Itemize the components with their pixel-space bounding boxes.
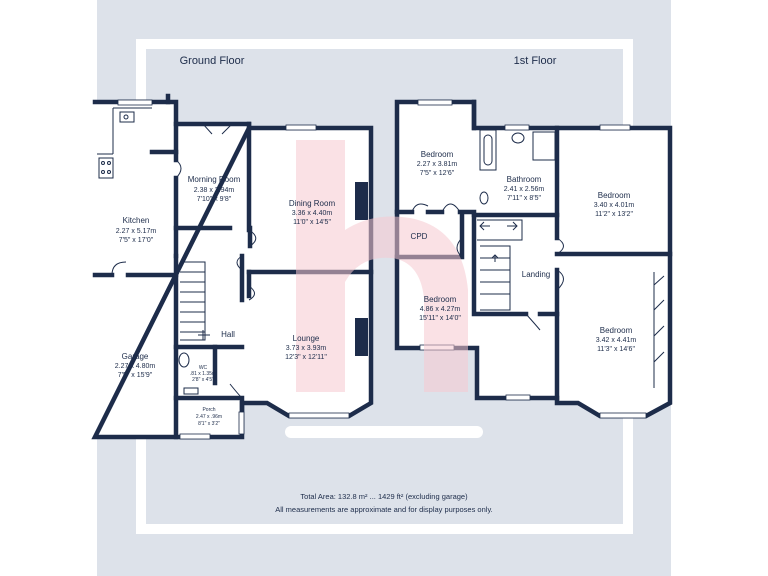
- svg-text:Dining Room: Dining Room: [289, 199, 336, 208]
- room-label-garage: Garage 2.27 x 4.80m 7'5" x 15'9": [115, 352, 156, 379]
- svg-text:7'11" x 8'5": 7'11" x 8'5": [507, 195, 541, 202]
- room-label-landing: Landing: [522, 270, 550, 279]
- svg-text:Bathroom: Bathroom: [507, 175, 542, 184]
- svg-text:Bedroom: Bedroom: [421, 150, 454, 159]
- svg-text:4.86 x 4.27m: 4.86 x 4.27m: [420, 306, 461, 313]
- svg-text:3.36 x 4.40m: 3.36 x 4.40m: [292, 210, 333, 217]
- svg-text:2.27 x 3.81m: 2.27 x 3.81m: [417, 161, 458, 168]
- room-label-wc: WC .81 x 1.35m 2'8" x 4'5": [190, 365, 216, 383]
- svg-text:Garage: Garage: [122, 352, 149, 361]
- svg-text:Lounge: Lounge: [293, 334, 320, 343]
- svg-text:2.41 x 2.56m: 2.41 x 2.56m: [504, 186, 545, 193]
- room-label-bedroom-2: Bedroom 3.40 x 4.01m 11'2" x 13'2": [594, 191, 635, 218]
- svg-text:12'3" x 12'11": 12'3" x 12'11": [285, 354, 327, 361]
- room-label-cpd: CPD: [411, 232, 428, 241]
- total-area-text: Total Area: 132.8 m² ... 1429 ft² (exclu…: [300, 492, 468, 501]
- room-label-lounge: Lounge 3.73 x 3.93m 12'3" x 12'11": [285, 334, 327, 361]
- svg-text:7'5" x 17'0": 7'5" x 17'0": [119, 237, 154, 244]
- svg-text:2.27 x 5.17m: 2.27 x 5.17m: [116, 228, 157, 235]
- svg-text:11'3" x 14'6": 11'3" x 14'6": [597, 346, 635, 353]
- svg-text:3.40 x 4.01m: 3.40 x 4.01m: [594, 202, 635, 209]
- svg-text:15'11" x 14'0": 15'11" x 14'0": [419, 315, 461, 322]
- room-label-bedroom-4: Bedroom 3.42 x 4.41m 11'3" x 14'6": [596, 326, 637, 353]
- svg-text:2.38 x 2.94m: 2.38 x 2.94m: [194, 187, 235, 194]
- watermark-logo: [296, 140, 468, 392]
- ground-floor-title: Ground Floor: [180, 55, 245, 67]
- svg-text:2'8" x 4'5": 2'8" x 4'5": [192, 377, 214, 383]
- scale-bar: [285, 426, 483, 438]
- room-label-bedroom-3: Bedroom 4.86 x 4.27m 15'11" x 14'0": [419, 295, 461, 322]
- room-label-dining-room: Dining Room 3.36 x 4.40m 11'0" x 14'5": [289, 199, 336, 226]
- svg-text:Bedroom: Bedroom: [600, 326, 633, 335]
- svg-text:7'10" x 9'8": 7'10" x 9'8": [197, 196, 232, 203]
- svg-text:3.73 x 3.93m: 3.73 x 3.93m: [286, 345, 327, 352]
- svg-text:7'5" x 15'9": 7'5" x 15'9": [118, 372, 153, 379]
- svg-text:7'5" x 12'6": 7'5" x 12'6": [420, 170, 455, 177]
- svg-text:11'0" x 14'5": 11'0" x 14'5": [293, 219, 331, 226]
- svg-text:Morning Room: Morning Room: [188, 175, 241, 184]
- room-label-hall: Hall: [221, 330, 235, 339]
- svg-text:2.27 x 4.80m: 2.27 x 4.80m: [115, 363, 156, 370]
- svg-text:3.42 x 4.41m: 3.42 x 4.41m: [596, 337, 637, 344]
- svg-text:8'1" x 3'2": 8'1" x 3'2": [198, 421, 220, 427]
- room-label-bathroom: Bathroom 2.41 x 2.56m 7'11" x 8'5": [504, 175, 545, 202]
- room-label-bedroom-1: Bedroom 2.27 x 3.81m 7'5" x 12'6": [417, 150, 458, 177]
- svg-text:Bedroom: Bedroom: [424, 295, 457, 304]
- svg-text:Kitchen: Kitchen: [123, 216, 150, 225]
- svg-text:Porch: Porch: [202, 407, 215, 413]
- room-label-morning-room: Morning Room 2.38 x 2.94m 7'10" x 9'8": [188, 175, 241, 203]
- room-label-kitchen: Kitchen 2.27 x 5.17m 7'5" x 17'0": [116, 216, 157, 244]
- svg-text:WC: WC: [199, 365, 208, 371]
- svg-text:2.47 x .96m: 2.47 x .96m: [196, 414, 222, 420]
- first-floor-title: 1st Floor: [514, 55, 557, 67]
- svg-text:.81 x 1.35m: .81 x 1.35m: [190, 371, 216, 377]
- svg-text:Bedroom: Bedroom: [598, 191, 631, 200]
- disclaimer-text: All measurements are approximate and for…: [275, 505, 492, 514]
- svg-text:11'2" x 13'2": 11'2" x 13'2": [595, 211, 633, 218]
- room-label-porch: Porch 2.47 x .96m 8'1" x 3'2": [196, 407, 222, 427]
